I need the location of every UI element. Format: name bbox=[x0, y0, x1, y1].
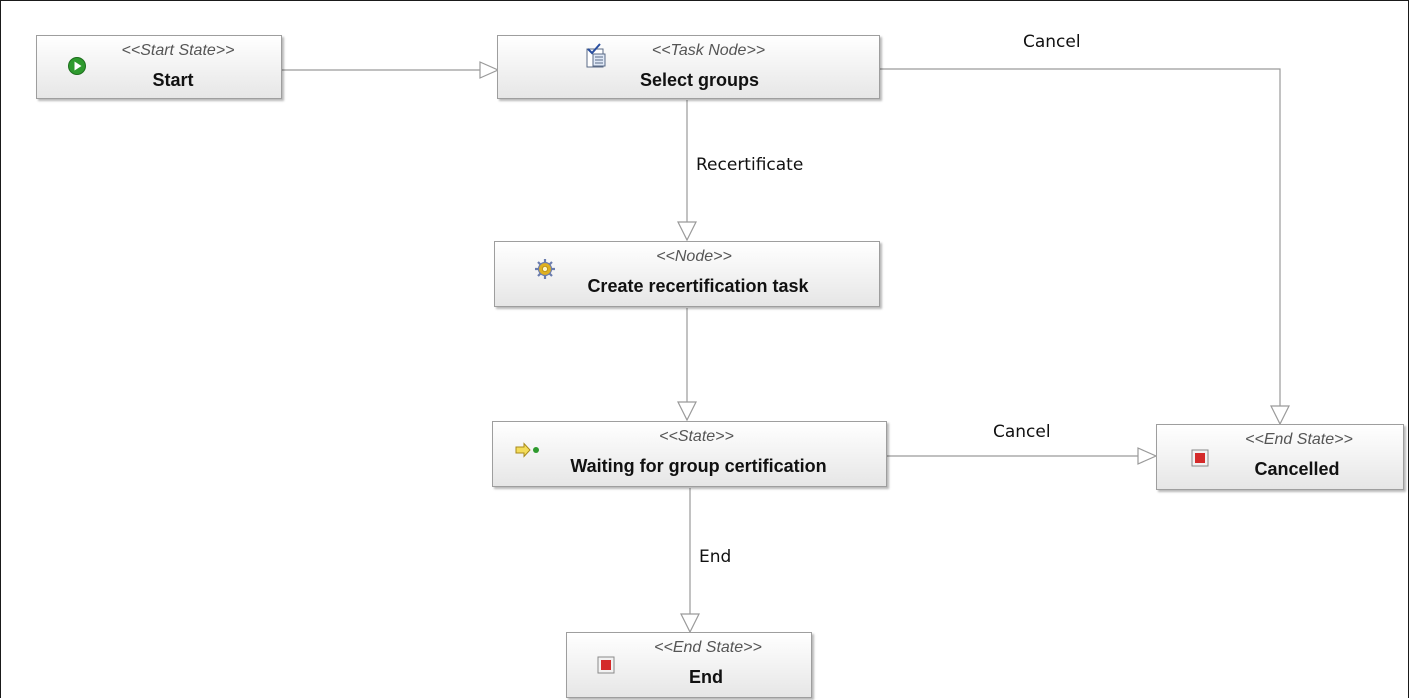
node-end-name: End bbox=[689, 667, 723, 687]
node-start[interactable]: <<Start State>> Start bbox=[36, 35, 282, 99]
node-select-groups-name: Select groups bbox=[639, 70, 760, 90]
arrowhead-select bbox=[479, 61, 500, 79]
node-cancelled-stereotype: <<End State>> bbox=[1245, 431, 1353, 448]
arrowhead-cancelled-left bbox=[1137, 447, 1158, 465]
node-waiting[interactable]: <<State>> Waiting for group certificatio… bbox=[492, 421, 887, 487]
transition-label-recertificate: Recertificate bbox=[696, 155, 804, 175]
node-cancelled[interactable]: <<End State>> Cancelled bbox=[1156, 424, 1404, 490]
end-stop-icon bbox=[1191, 449, 1209, 467]
transition-select-to-cancelled[interactable] bbox=[880, 68, 1281, 408]
node-create-task-stereotype: <<Node>> bbox=[656, 248, 732, 265]
node-cancelled-name: Cancelled bbox=[1254, 459, 1340, 479]
gear-icon bbox=[535, 259, 555, 279]
task-clipboard-icon bbox=[586, 43, 606, 68]
arrowhead-waiting bbox=[677, 401, 697, 422]
arrowhead-end bbox=[680, 613, 700, 634]
arrowhead-create bbox=[677, 221, 697, 242]
start-play-icon bbox=[68, 57, 86, 75]
node-start-stereotype: <<Start State>> bbox=[121, 42, 235, 59]
state-arrow-icon bbox=[515, 442, 539, 458]
node-end[interactable]: <<End State>> End bbox=[566, 632, 812, 698]
transition-label-cancel-top: Cancel bbox=[1023, 32, 1081, 52]
node-start-name: Start bbox=[152, 70, 194, 90]
node-end-stereotype: <<End State>> bbox=[654, 639, 762, 656]
transition-label-cancel-waiting: Cancel bbox=[993, 422, 1051, 442]
node-create-task-name: Create recertification task bbox=[587, 276, 809, 296]
end-stop-icon bbox=[597, 656, 615, 674]
transition-label-end: End bbox=[699, 547, 732, 567]
node-waiting-stereotype: <<State>> bbox=[659, 428, 734, 445]
node-create-task[interactable]: <<Node>> Create recertification task bbox=[494, 241, 880, 307]
node-select-groups[interactable]: <<Task Node>> Select groups bbox=[497, 35, 880, 99]
arrowhead-cancelled-top bbox=[1270, 405, 1290, 426]
node-select-groups-stereotype: <<Task Node>> bbox=[651, 42, 766, 59]
node-waiting-name: Waiting for group certification bbox=[570, 456, 827, 476]
